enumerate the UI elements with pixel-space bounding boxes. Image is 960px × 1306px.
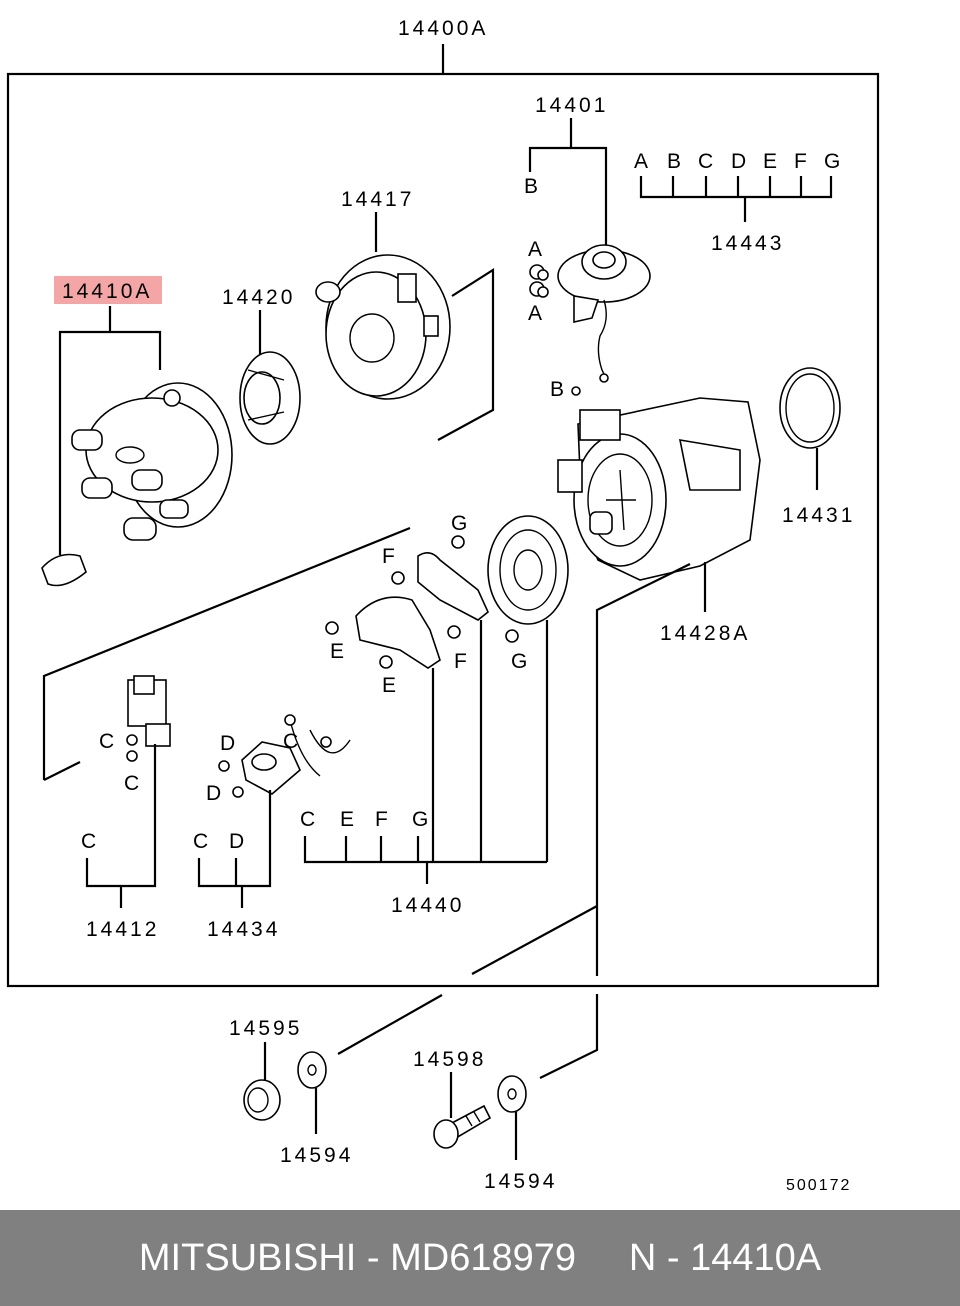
highlight-14410A [54,276,162,304]
letter-D-coil-2: D [206,782,221,805]
letter-C-14440: C [300,808,315,831]
label-14431: 14431 [782,504,855,527]
distributor-cap [71,382,233,541]
label-14428A: 14428A [660,622,750,645]
parts-diagram: 14400A 14401 B A A B A B C D E F G 14443… [6,17,880,1194]
breaker-plate-lower [355,596,441,669]
letter-E-14440: E [340,808,354,831]
label-14594-left: 14594 [280,1144,353,1167]
label-14420: 14420 [222,286,295,309]
footer-separator: - [356,1236,391,1279]
footer-part-number: MD618979 [390,1236,577,1279]
label-14401: 14401 [535,94,608,117]
footer-gap [576,1237,629,1280]
letter-D-set: D [731,150,746,173]
letter-D-14434: D [229,830,244,853]
label-14410A: 14410A [62,280,152,303]
figure-number: 500172 [786,1177,851,1194]
o-ring [779,367,841,449]
letter-G-upper: G [451,512,467,535]
footer-ref-part: 14410A [690,1236,822,1279]
letter-E-upper: E [330,640,344,663]
letter-E-set: E [763,150,777,173]
footer-ref-prefix: N - [628,1236,691,1279]
label-14417: 14417 [341,188,414,211]
letter-B-top: B [524,175,538,198]
label-14440: 14440 [391,894,464,917]
label-14598: 14598 [413,1048,486,1071]
footer-bar: MITSUBISHI - MD618979 N - 14410A [0,1210,960,1306]
letter-A-lower: A [528,302,542,325]
label-14594-right: 14594 [484,1170,557,1193]
letter-F-set: F [794,150,807,173]
letter-G-14440: G [412,808,428,831]
letter-A-upper: A [528,238,542,261]
vacuum-screws [529,264,549,298]
ignitor-module [127,675,171,747]
letter-C-set: C [698,150,713,173]
letter-C-coil: C [283,730,298,753]
label-14443: 14443 [711,232,784,255]
letter-A-set: A [634,150,648,173]
letter-G-lower: G [511,650,527,673]
cap-seal [41,553,87,587]
letter-B-set: B [667,150,681,173]
rotor [239,351,301,445]
distributor-housing [557,397,761,581]
distributor-cover [315,254,451,400]
letter-C-14412: C [81,830,96,853]
footer-brand: MITSUBISHI [138,1236,357,1279]
washer-14594-right [497,1075,527,1113]
breaker-plate-upper [417,552,489,621]
letter-C-14434: C [193,830,208,853]
signal-plate [487,515,569,625]
label-14412: 14412 [86,918,159,941]
label-14595: 14595 [229,1017,302,1040]
letter-G-set: G [824,150,840,173]
letter-B-screw: B [550,378,564,401]
letter-E-lower: E [382,674,396,697]
label-14400A: 14400A [398,17,488,40]
letter-C-ign-2: C [124,772,139,795]
label-14434: 14434 [207,918,280,941]
letter-C-ign-1: C [99,730,114,753]
nut-14595 [243,1079,281,1121]
letter-D-coil-1: D [220,732,235,755]
bolt-14598 [433,1104,492,1149]
letter-F-14440: F [375,808,388,831]
letter-F-upper: F [382,545,395,568]
pickup-coil [241,719,351,795]
washer-14594-left [297,1051,327,1089]
vacuum-advance-unit [557,244,651,383]
letter-F-lower: F [454,650,467,673]
